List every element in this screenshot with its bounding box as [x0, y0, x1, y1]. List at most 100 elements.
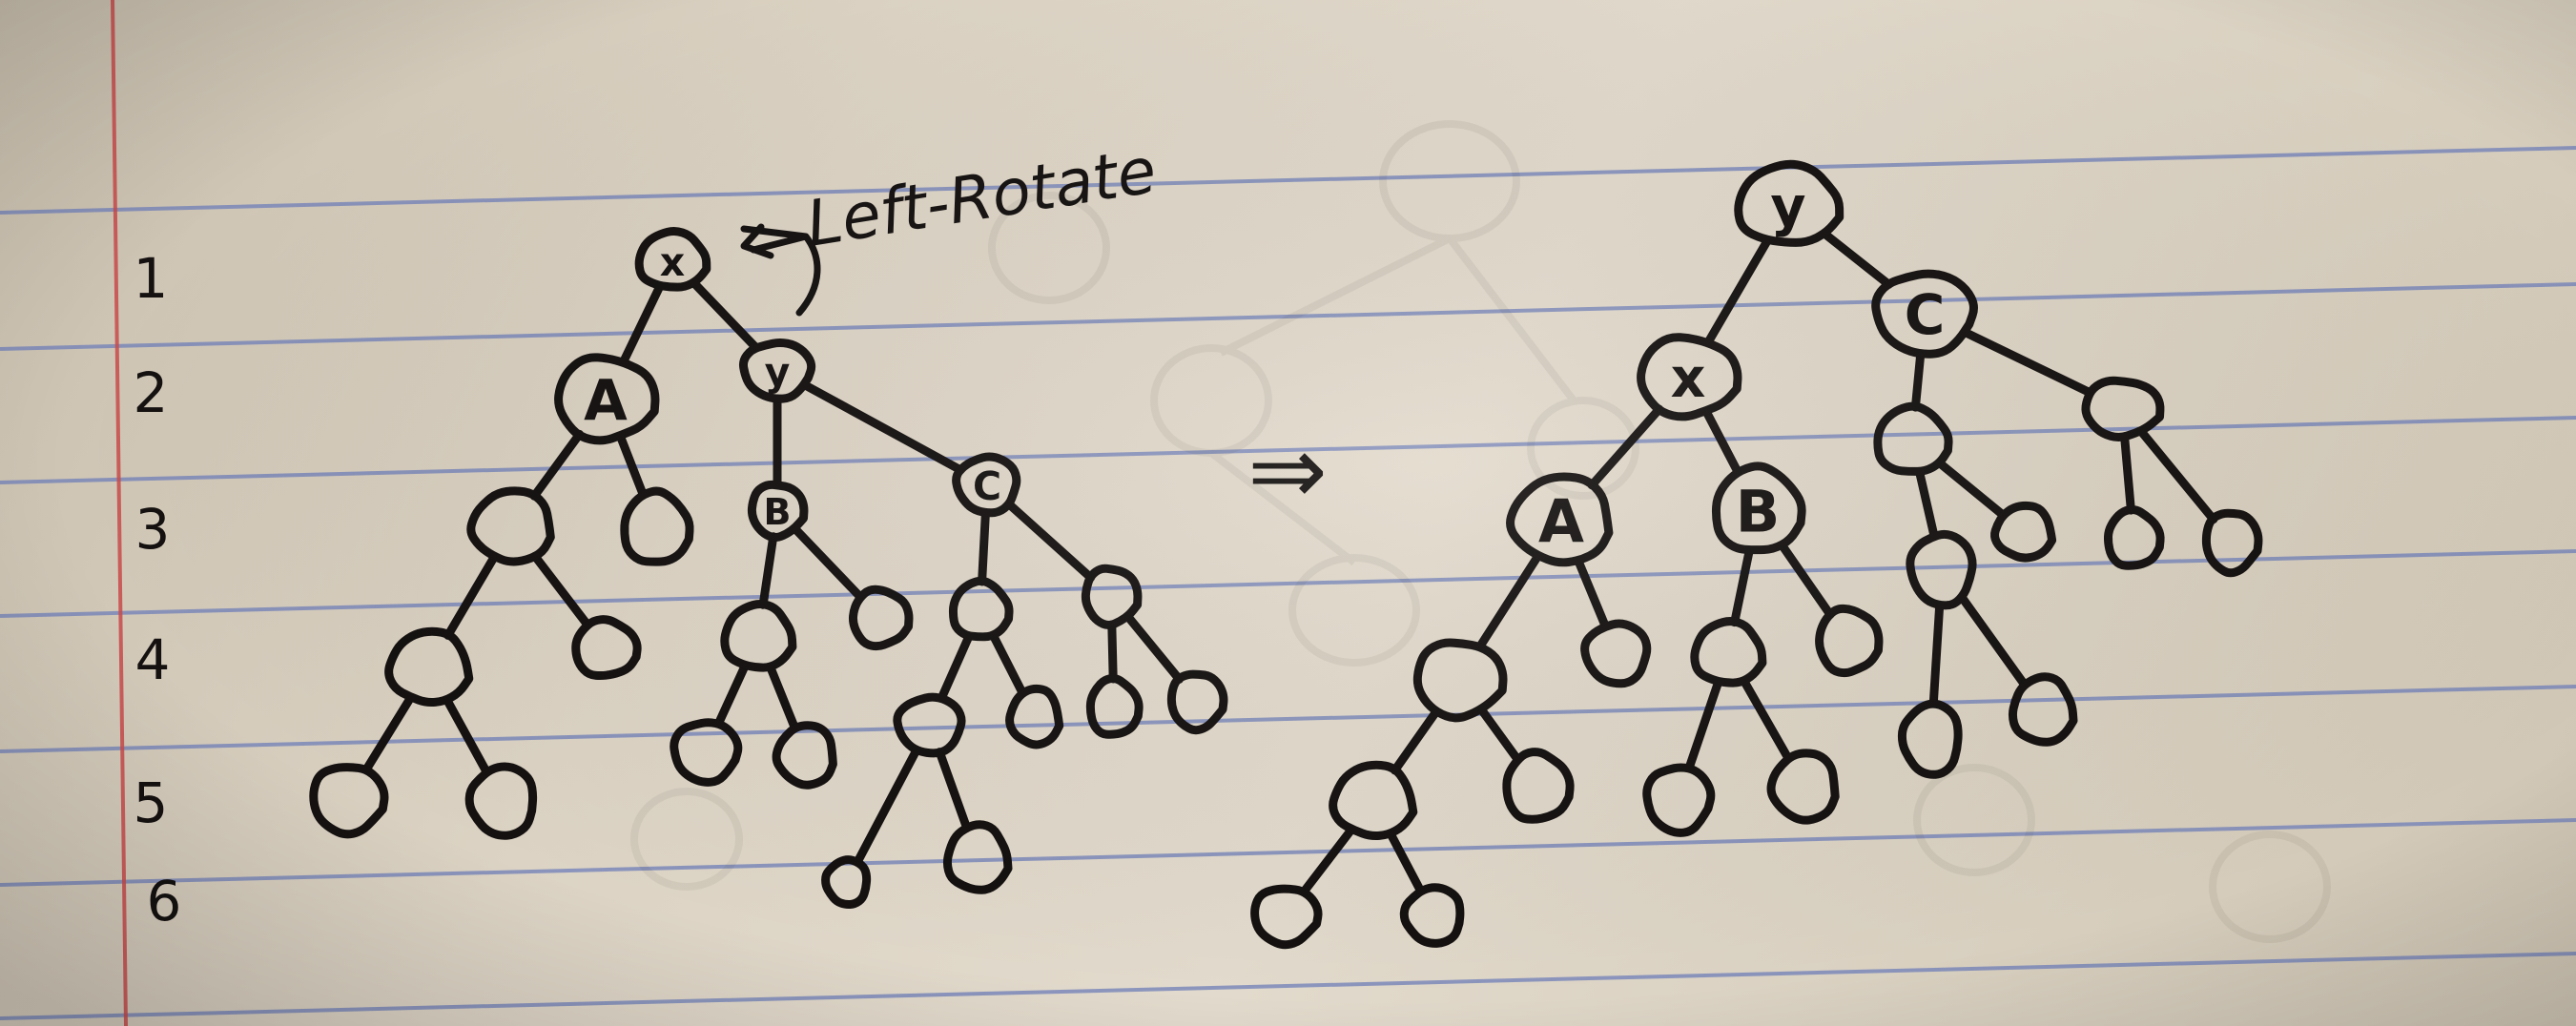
node-circle: [384, 626, 474, 708]
tree-edge: [1915, 468, 1939, 539]
tree-edge: [689, 278, 761, 352]
tree-edge: [443, 554, 498, 640]
tree-edge: [1124, 613, 1184, 684]
node-circle: [1329, 760, 1418, 841]
tree-edge: [791, 524, 865, 602]
tree-edge: [1391, 707, 1441, 775]
node-circle: [1766, 749, 1840, 825]
tree-edge: [766, 663, 799, 732]
tree-edge: [1475, 553, 1541, 650]
tree-edge: [529, 429, 585, 501]
tree-edge: [853, 746, 921, 867]
tree-node-a: A: [554, 353, 660, 445]
tree-edge: [1684, 679, 1722, 772]
ruled-line: [0, 818, 2576, 887]
node-circle: [772, 721, 837, 790]
tree-node: [2008, 672, 2078, 747]
tree-edge: [530, 551, 592, 629]
tree-node: [1642, 763, 1716, 837]
tree-edge: [1957, 592, 2029, 688]
tree-node: [772, 721, 837, 790]
node-circle: [893, 692, 966, 758]
tree-node: [620, 486, 694, 566]
tree-node: [1873, 401, 1953, 476]
tree-node-b: B: [1711, 462, 1806, 555]
tree-edge: [1730, 547, 1754, 627]
curved-arrow-icon: [740, 225, 821, 317]
node-circle: [309, 763, 389, 839]
tree-node: [1412, 638, 1508, 723]
node-circle: [2008, 672, 2078, 747]
tree-edge: [2137, 428, 2218, 524]
node-circle: [1081, 564, 1143, 629]
tree-edge: [1820, 229, 1893, 289]
ruled-line: [0, 952, 2576, 1020]
tree-node: [1502, 748, 1575, 824]
tree-edge: [1910, 349, 1926, 412]
tree-node: [1005, 684, 1064, 749]
tree-edge: [443, 695, 490, 775]
node-circle: [620, 486, 694, 566]
node-circle: [1906, 529, 1977, 610]
tree-node: [2103, 504, 2165, 570]
node-circle: [2201, 508, 2263, 578]
node-label: y: [765, 349, 791, 395]
node-circle: [1399, 883, 1465, 948]
tree-edge: [1934, 458, 2007, 519]
node-label: A: [1538, 487, 1584, 557]
ruled-line: [0, 146, 2576, 215]
tree-node: [1580, 619, 1652, 688]
node-circle: [1502, 748, 1575, 824]
tree-node: [466, 486, 555, 566]
node-circle: [1815, 604, 1884, 678]
tree-node: [1906, 529, 1977, 610]
tree-node: [1897, 699, 1963, 779]
tree-edge: [937, 631, 974, 703]
node-circle: [1580, 619, 1652, 688]
tree-edge: [1386, 829, 1425, 894]
tree-edge: [2120, 432, 2135, 515]
node-circle: [466, 486, 555, 566]
tree-node-b: B: [747, 480, 809, 543]
node-circle: [464, 762, 538, 840]
tree-node-y: y: [1734, 159, 1844, 247]
tree-edge: [1778, 541, 1835, 620]
node-circle: [571, 615, 642, 681]
tree-edge: [935, 748, 971, 831]
level-number: 6: [147, 869, 182, 934]
node-circle: [1005, 684, 1064, 749]
tree-edge: [989, 631, 1027, 697]
tree-edge: [1478, 707, 1522, 764]
tree-node: [1690, 617, 1767, 687]
tree-edge: [758, 532, 778, 609]
tree-edge: [1107, 620, 1118, 684]
node-circle: [2103, 504, 2165, 570]
tree-node-x: x: [634, 226, 711, 292]
tree-node: [384, 626, 474, 708]
node-circle: [948, 576, 1014, 642]
node-label: y: [1770, 175, 1805, 238]
tree-edge: [1928, 601, 1945, 708]
tree-edge: [361, 694, 415, 774]
level-number: 3: [135, 497, 171, 562]
node-label: x: [660, 239, 685, 285]
tree-node: [942, 820, 1013, 894]
node-label: C: [1905, 282, 1946, 347]
tree-edge: [1004, 500, 1096, 583]
tree-node: [2201, 508, 2263, 578]
tree-edge: [1704, 236, 1772, 345]
level-number: 1: [134, 246, 169, 311]
node-label: C: [973, 463, 1001, 509]
tree-edge: [1740, 676, 1792, 762]
tree-node-c: C: [1871, 269, 1978, 359]
node-circle: [821, 855, 872, 910]
tree-edge: [1702, 409, 1742, 477]
tree-node: [893, 692, 966, 758]
tree-node-y: y: [738, 338, 816, 403]
tree-node: [670, 718, 743, 787]
tree-node-a: A: [1506, 472, 1614, 567]
tree-node: [1329, 760, 1418, 841]
